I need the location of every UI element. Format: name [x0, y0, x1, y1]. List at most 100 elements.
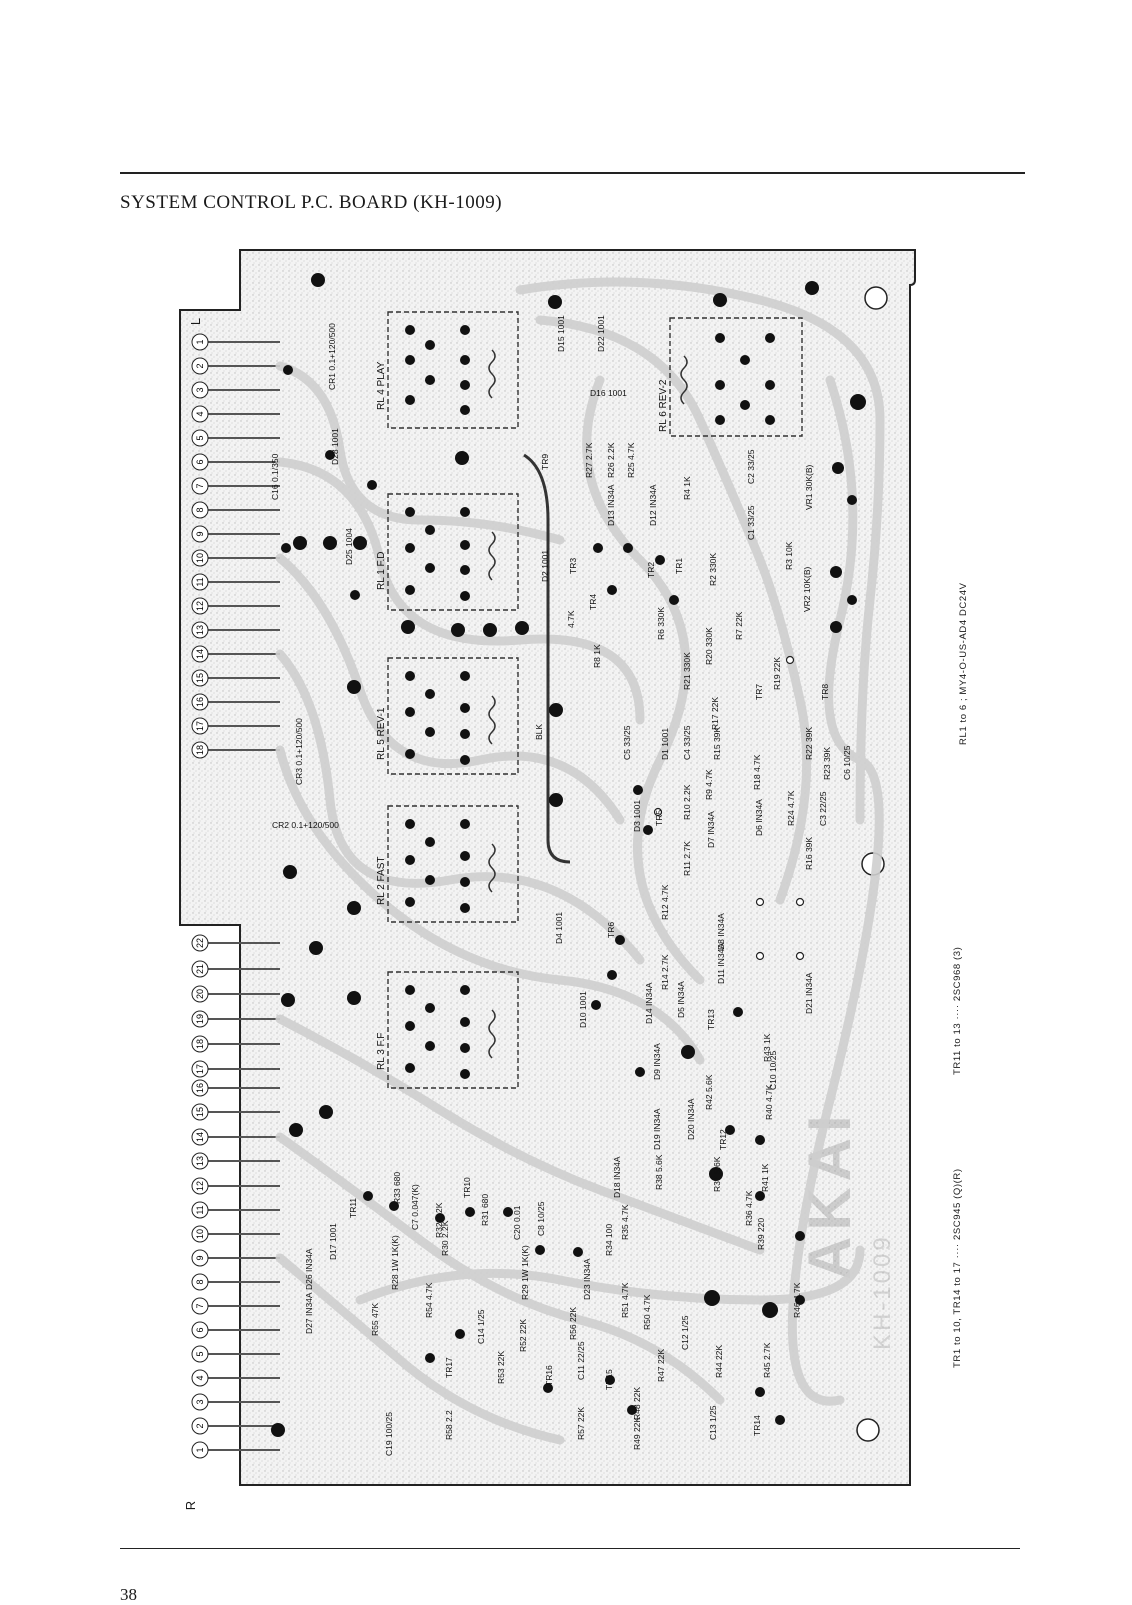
- pin-label: 4: [195, 411, 205, 416]
- label-c4: C4 33/25: [682, 725, 692, 760]
- label-r37: R37 5.6K: [712, 1156, 722, 1192]
- label-c7: C7 0.047(K): [410, 1184, 420, 1230]
- label-r40: R40 4.7K: [764, 1084, 774, 1120]
- pin-label: 9: [195, 1255, 205, 1260]
- label-r25: R25 4.7K: [626, 442, 636, 478]
- label-d20: D20 IN34A: [686, 1098, 696, 1140]
- pin-label: 5: [195, 435, 205, 440]
- pin-label: 13: [195, 625, 205, 635]
- label-r46: R46 4.7K: [792, 1282, 802, 1318]
- relay-coils: [488, 349, 688, 1059]
- label-tr16: TR16: [544, 1365, 554, 1386]
- label-r14: R14 2.7K: [660, 954, 670, 990]
- label-d16: D16 1001: [590, 388, 627, 398]
- transistor-note-b: TR11 to 13 ···· 2SC968 (3): [952, 946, 963, 1075]
- label-4-7k: 4.7K: [566, 610, 576, 628]
- label-r45: R45 2.7K: [762, 1342, 772, 1378]
- label-d19: D19 IN34A: [652, 1108, 662, 1150]
- label-d9: D9 IN34A: [652, 1043, 662, 1080]
- label-r49: R49 22K: [632, 1417, 642, 1450]
- label-r15: R15 39K: [712, 727, 722, 760]
- pin-label: 3: [195, 387, 205, 392]
- label-r39: R39 220: [756, 1218, 766, 1250]
- label-c5: C5 33/25: [622, 725, 632, 760]
- relay-rl3: [387, 971, 519, 1089]
- blk-jumper-wire: [523, 453, 571, 864]
- label-tr5: TR5: [654, 810, 664, 826]
- label-tr3: TR3: [568, 558, 578, 574]
- pin-label: 11: [195, 1205, 205, 1214]
- pin-label: 4: [195, 1375, 205, 1380]
- label-r28: R28 1W 1K(K): [390, 1235, 400, 1290]
- label-c16: C16 0.1/350: [270, 453, 280, 500]
- relay-label-rl3: RL 3 F.F: [376, 1033, 387, 1070]
- label-vr1: VR1 30K(B): [804, 464, 814, 510]
- pin-label: 10: [195, 1229, 205, 1239]
- pin-label: 1: [195, 1447, 205, 1452]
- mount-hole: [864, 286, 888, 310]
- label-d7: D7 IN34A: [706, 811, 716, 848]
- label-r42: R42 5.6K: [704, 1074, 714, 1110]
- label-c13: C13 1/25: [708, 1405, 718, 1440]
- pin-label: 12: [195, 1181, 205, 1191]
- pin-label: 16: [195, 697, 205, 707]
- label-tr17: TR17: [444, 1357, 454, 1378]
- label-tr11: TR11: [348, 1198, 358, 1218]
- pin-label: 10: [195, 553, 205, 563]
- label-d17: D17 1001: [328, 1223, 338, 1260]
- label-d21: D21 IN34A: [804, 972, 814, 1014]
- label-c3: C3 22/25: [818, 791, 828, 826]
- label-cr2: CR2 0.1+120/500: [272, 820, 339, 830]
- label-r34: R34 100: [604, 1224, 614, 1256]
- label-r43: R43 1K: [762, 1033, 772, 1062]
- label-d28: D28 1001: [330, 428, 340, 465]
- pin-label: 17: [195, 1064, 205, 1074]
- label-tr6: TR6: [606, 922, 616, 938]
- label-r21: R21 330K: [682, 652, 692, 690]
- page-title: SYSTEM CONTROL P.C. BOARD (KH-1009): [120, 192, 503, 213]
- label-r50: R50 4.7K: [642, 1294, 652, 1330]
- relay-rl1: [387, 493, 519, 611]
- edge-letter-l: L: [188, 317, 204, 326]
- pin-label: 14: [195, 649, 205, 659]
- label-c14: C14 1/25: [476, 1309, 486, 1344]
- pin-label: 9: [195, 531, 205, 536]
- label-r23: R23 39K: [822, 747, 832, 780]
- label-r7: R7 22K: [734, 611, 744, 640]
- label-r35: R35 4.7K: [620, 1204, 630, 1240]
- pin-label: 21: [195, 964, 205, 974]
- label-d10: D10 1001: [578, 991, 588, 1028]
- label-r57: R57 22K: [576, 1407, 586, 1440]
- label-tr7: TR7: [754, 684, 764, 700]
- connector-top: [200, 341, 280, 751]
- label-tr10: TR10: [462, 1177, 472, 1198]
- label-r8: R8 1K: [592, 644, 602, 668]
- label-r31: R31 680: [480, 1194, 490, 1226]
- label-d26: D26 IN34A: [304, 1248, 314, 1290]
- label-d5: D5 IN34A: [676, 981, 686, 1018]
- copper-traces: [275, 277, 885, 1445]
- pin-label: 19: [195, 1014, 205, 1024]
- label-r3: R3 10K: [784, 541, 794, 570]
- label-r11: R11 2.7K: [682, 841, 692, 876]
- label-d22: D22 1001: [596, 315, 606, 352]
- relay-rl2: [387, 805, 519, 923]
- label-c11: C11 22/25: [576, 1341, 586, 1380]
- label-r54: R54 4.7K: [424, 1282, 434, 1318]
- relay-labels: RL 4 PLAY RL 1 F.D RL 5 REV-1 RL 2 FAST …: [376, 361, 669, 1070]
- pin-label: 6: [195, 459, 205, 464]
- label-r27: R27 2.7K: [584, 442, 594, 478]
- label-c6: C6 10/25: [842, 745, 852, 780]
- label-r33: R33 680: [392, 1172, 402, 1204]
- relay-spec-note: RL1 to 6 ; MY4-O-US-AD4 DC24V: [958, 582, 969, 745]
- label-tr15: TR15: [604, 1369, 614, 1390]
- label-r38: R38 5.6K: [654, 1154, 664, 1190]
- connector-top-pins: 1 2 3 4 5 6 7 8 9 10 11 12 13 14 15 16 1…: [191, 333, 209, 759]
- relay-label-rl2: RL 2 FAST: [376, 856, 387, 905]
- pin-label: 12: [195, 601, 205, 611]
- label-c1: C1 33/25: [746, 505, 756, 540]
- label-tr2: TR2: [646, 562, 656, 578]
- label-c12: C12 1/25: [680, 1315, 690, 1350]
- pin-label: 7: [195, 483, 205, 488]
- component-labels: CR1 0.1+120/500 C16 0.1/350 D28 1001 D25…: [270, 315, 852, 1456]
